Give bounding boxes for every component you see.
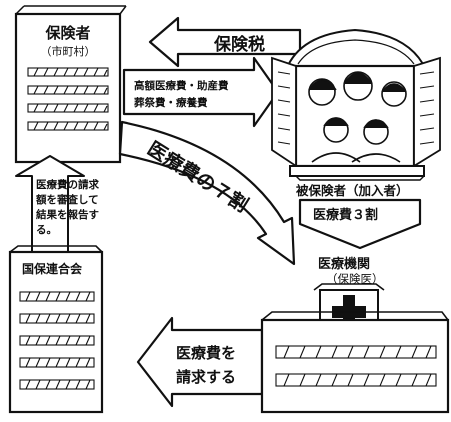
- report-arrow: [15, 155, 85, 261]
- report-line-4: る。: [36, 224, 57, 236]
- insurer-window-rows: [27, 67, 109, 131]
- insurer-title: 保険者: [44, 24, 90, 42]
- report-text: 医療費の請求 額を審査して 結果を報告す る。: [35, 178, 99, 236]
- report-line-2: 額を審査して: [35, 193, 99, 206]
- insurer-subtitle: （市町村）: [41, 44, 96, 58]
- seventy-percent-arrow: 医療費の７割: [118, 120, 296, 266]
- copay-label: 医療費３割: [313, 207, 378, 223]
- medical-institution-building: 医療機関 （保険医）: [260, 256, 450, 414]
- family-members: [308, 71, 407, 163]
- provider-subtitle: （保険医）: [326, 272, 384, 286]
- federation-label: 国保連合会: [22, 261, 83, 276]
- report-line-1: 医療費の請求: [36, 178, 99, 191]
- benefits-label-line1: 高額医療費・助産費: [134, 79, 229, 92]
- insured-family-window: 被保険者（加入者）: [271, 28, 441, 198]
- benefits-arrow: 高額医療費・助産費 葬祭費・療養費: [122, 56, 280, 128]
- provider-window-rows: [275, 345, 437, 387]
- report-line-3: 結果を報告す: [36, 208, 99, 221]
- provider-title: 医療機関: [318, 256, 370, 272]
- premium-arrow: 保険税: [148, 16, 302, 68]
- insurer-building: 保険者 （市町村）: [14, 5, 127, 164]
- benefits-label-line2: 葬祭費・療養費: [133, 96, 208, 109]
- federation-window-rows: [19, 291, 95, 390]
- premium-label: 保険税: [213, 34, 265, 55]
- claim-label-line2: 請求する: [176, 368, 236, 386]
- claim-arrow: 医療費を 請求する: [136, 316, 264, 408]
- claim-label-line1: 医療費を: [176, 344, 236, 362]
- federation-building: 国保連合会: [8, 245, 104, 414]
- copay-arrow: 医療費３割: [298, 198, 422, 250]
- insured-label: 被保険者（加入者）: [296, 183, 409, 198]
